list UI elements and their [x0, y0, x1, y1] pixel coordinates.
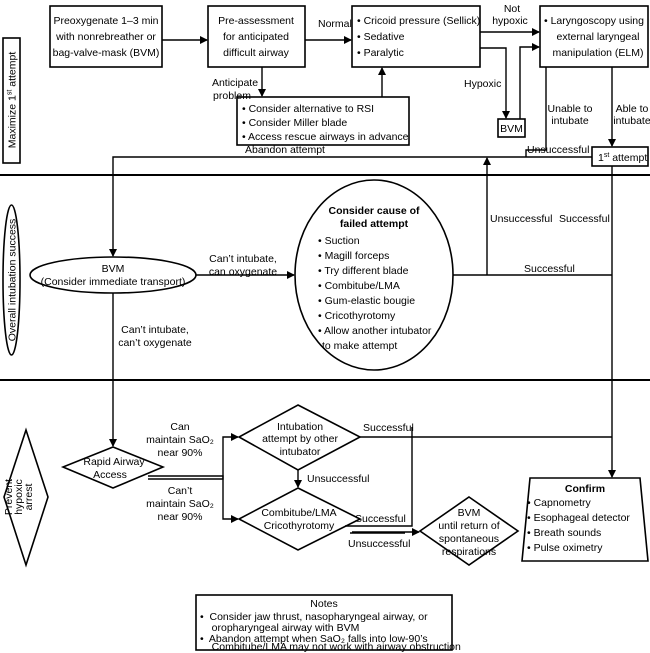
edge-label-unsuccessful: Unsuccessful [527, 144, 589, 156]
svg-text:• Suction • Magill force: • Suction • Magill forceps • Try differe… [318, 235, 434, 352]
node-rsi: • Cricoid pressure (Sellick)• Sedative• … [351, 5, 481, 68]
node-first-attempt: 1st attempt [591, 146, 649, 167]
edge-label-unsuccessful-combi: Unsuccessful [348, 538, 410, 550]
svg-text:Confirm: Confirm [565, 483, 605, 495]
node-bvm-small: BVM [497, 118, 526, 138]
svg-text:BVM(Consider immediate transpo: BVM(Consider immediate transport) [41, 263, 186, 288]
edge-label-unsuccessful-cause: Unsuccessful [490, 213, 552, 225]
edge-label-abandon-attempt: Abandon attempt [245, 144, 325, 156]
edge-label-cant-intubate-can-oxygenate: Can’t intubate,can oxygenate [209, 253, 277, 278]
lane-maximize-first-attempt: Maximize 1st attempt [2, 37, 21, 164]
edge-label-successful-combi: Successful [355, 513, 406, 525]
edge-label-successful-first: Successful [559, 213, 610, 225]
lane-overall-intubation-success: Overall intubation success [2, 204, 21, 356]
edge-label-unsuccessful-other: Unsuccessful [307, 473, 369, 485]
edge-label-successful-other: Successful [363, 422, 414, 434]
svg-text:1st attempt: 1st attempt [598, 152, 647, 164]
svg-text:Maximize 1st attempt: Maximize 1st attempt [7, 52, 19, 149]
svg-text:• Capnometry• Esophageal detec: • Capnometry• Esophageal detector• Breat… [527, 497, 630, 554]
edge-label-cant-intubate-cant-oxygenate: Can’t intubate,can’t oxygenate [118, 324, 192, 349]
connectors-middle [109, 271, 612, 447]
lane-prevent-hypoxic-arrest: Preventhypoxicarrest [3, 427, 49, 568]
edge-label-normal: Normal [318, 18, 352, 30]
svg-text:• Consider alternative to RSI•: • Consider alternative to RSI• Consider … [242, 103, 409, 143]
node-anticipate-box: • Consider alternative to RSI• Consider … [236, 96, 410, 146]
node-bvm-transport: BVM(Consider immediate transport) [29, 256, 197, 294]
connectors-bottom [148, 427, 612, 536]
notes-box: Notes • Consider jaw thrust, nasopharyng… [195, 594, 461, 653]
edge-label-hypoxic: Hypoxic [464, 78, 501, 90]
svg-text:BVM: BVM [500, 123, 523, 135]
svg-text:Overall intubation success: Overall intubation success [7, 219, 19, 342]
svg-text:Preventhypoxicarrest: Preventhypoxicarrest [3, 479, 35, 515]
node-confirm: Confirm • Capnometry• Esophageal detecto… [521, 477, 649, 562]
svg-text:Notes: Notes [310, 598, 337, 610]
edge-label-successful-cause: Successful [524, 263, 575, 275]
connectors-top [109, 28, 616, 478]
svg-text:• Cricoid pressure (Sellick)•: • Cricoid pressure (Sellick)• Sedative• … [357, 15, 480, 59]
svg-text:• Consider jaw thrust, nasoph: • Consider jaw thrust, nasopharyngeal ai… [200, 611, 461, 653]
